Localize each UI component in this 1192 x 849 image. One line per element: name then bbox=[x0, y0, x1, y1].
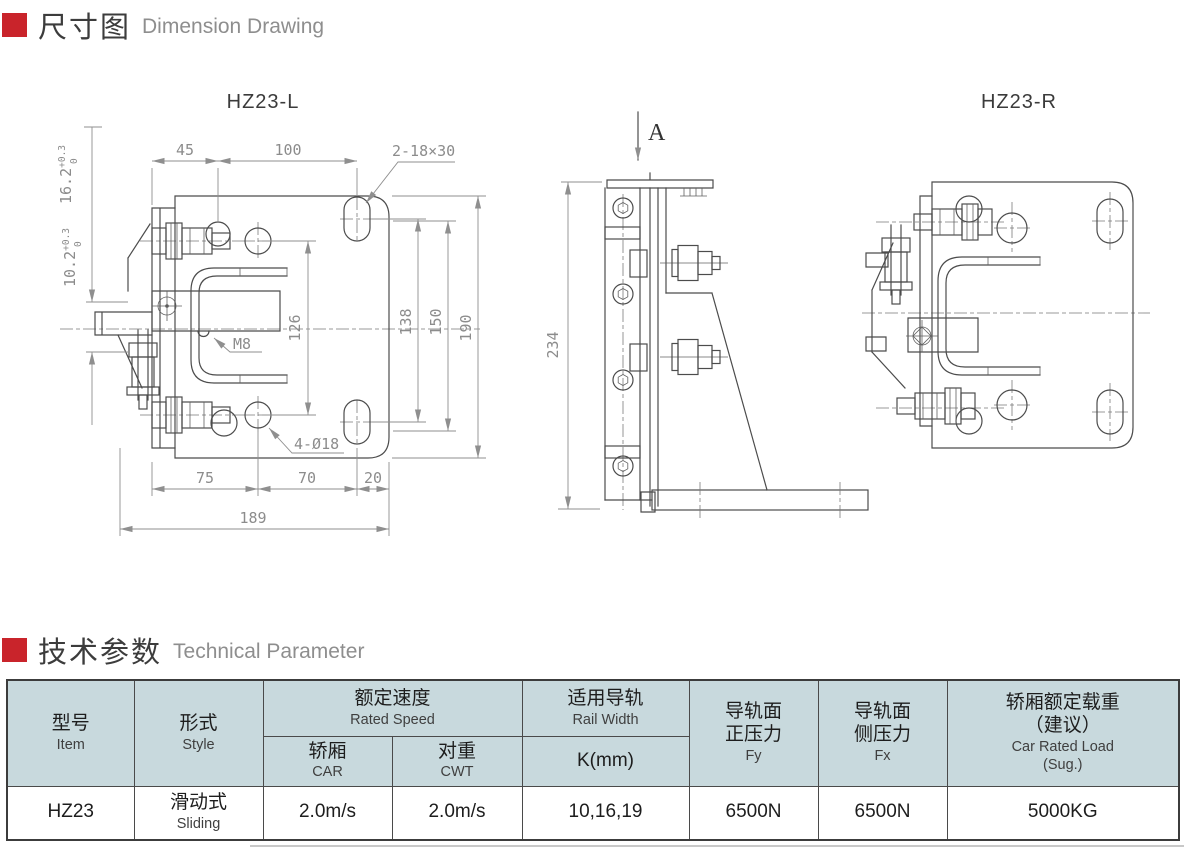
col-header-car: 轿厢 CAR bbox=[262, 735, 393, 787]
col-header-cwt: 对重 CWT bbox=[391, 735, 523, 787]
left-view-title: HZ23-L bbox=[227, 91, 300, 113]
cell-item-value: HZ23 bbox=[47, 801, 94, 823]
section-bullet bbox=[2, 638, 27, 662]
cell-style: 滑动式 Sliding bbox=[133, 785, 264, 841]
cell-fx-value: 6500N bbox=[854, 801, 911, 823]
col-header-fy-en: Fy bbox=[745, 747, 762, 764]
dim-label-m8: M8 bbox=[233, 335, 251, 353]
col-header-fx-zh2: 侧压力 bbox=[853, 724, 911, 746]
table-row: HZ23 滑动式 Sliding 2.0m/s 2.0m/s 10,16,19 … bbox=[6, 785, 1180, 841]
left-view-hz23l: HZ23-L bbox=[57, 91, 486, 536]
col-header-load-zh2: （建议） bbox=[1024, 715, 1101, 737]
col-header-rail-en: Rail Width bbox=[572, 711, 639, 728]
technical-parameter-table: 型号 Item 形式 Style 额定速度 Rated Speed 适用导轨 R… bbox=[6, 679, 1180, 841]
section-title-en: Technical Parameter bbox=[173, 640, 365, 663]
col-header-speed-zh: 额定速度 bbox=[354, 687, 431, 709]
col-header-rated-speed: 额定速度 Rated Speed bbox=[262, 679, 523, 737]
cell-cwt-speed: 2.0m/s bbox=[391, 785, 523, 841]
dim-label-100: 100 bbox=[274, 141, 301, 159]
dim-label-20: 20 bbox=[364, 469, 382, 487]
col-header-load-en1: Car Rated Load bbox=[1011, 738, 1114, 755]
section-header-technical: 技术参数 Technical Parameter bbox=[2, 629, 364, 671]
col-header-item: 型号 Item bbox=[6, 679, 135, 787]
col-header-cwt-zh: 对重 bbox=[437, 740, 476, 762]
cell-style-zh: 滑动式 bbox=[169, 792, 227, 814]
col-header-style-zh: 形式 bbox=[179, 712, 218, 734]
cell-car-speed-value: 2.0m/s bbox=[298, 801, 357, 823]
page-shadow-line bbox=[250, 845, 1184, 847]
dim-label-75: 75 bbox=[196, 469, 214, 487]
cell-rail-width: 10,16,19 bbox=[521, 785, 690, 841]
dim-label-hole-callout: 4-Ø18 bbox=[294, 435, 339, 453]
dim-label-126: 126 bbox=[286, 314, 304, 341]
dim-label-slot-callout: 2-18×30 bbox=[392, 142, 455, 160]
section-header-dimension: 尺寸图 Dimension Drawing bbox=[2, 4, 324, 46]
col-header-rail-unit: K(mm) bbox=[521, 735, 690, 787]
col-header-rail-unit-label: K(mm) bbox=[577, 749, 634, 771]
right-view-hz23r: HZ23-R bbox=[862, 91, 1150, 449]
cell-rail-width-value: 10,16,19 bbox=[568, 801, 643, 823]
col-header-fy-zh2: 正压力 bbox=[724, 724, 782, 746]
col-header-load-zh1: 轿厢额定载重 bbox=[1005, 692, 1120, 714]
section-bullet bbox=[2, 13, 27, 37]
right-view-title: HZ23-R bbox=[981, 91, 1057, 113]
col-header-item-en: Item bbox=[56, 736, 85, 753]
dim-label-tol16: 16.2+0.30 bbox=[57, 145, 80, 204]
col-header-rated-load: 轿厢额定载重 （建议） Car Rated Load (Sug.) bbox=[946, 679, 1180, 787]
dim-label-150: 150 bbox=[427, 308, 445, 335]
col-header-fy-zh1: 导轨面 bbox=[724, 701, 782, 723]
col-header-rail-zh: 适用导轨 bbox=[567, 687, 644, 709]
dim-label-tol10: 10.2+0.30 bbox=[61, 228, 84, 287]
col-header-load-en2: (Sug.) bbox=[1043, 757, 1083, 774]
cell-load: 5000KG bbox=[946, 785, 1180, 841]
cell-car-speed: 2.0m/s bbox=[262, 785, 393, 841]
dim-label-70: 70 bbox=[298, 469, 316, 487]
dim-label-190: 190 bbox=[457, 314, 475, 341]
cell-load-value: 5000KG bbox=[1027, 801, 1098, 823]
dimension-drawings-canvas: HZ23-L bbox=[57, 91, 1150, 536]
dim-label-234: 234 bbox=[544, 331, 562, 358]
cell-fx: 6500N bbox=[817, 785, 948, 841]
col-header-style: 形式 Style bbox=[133, 679, 264, 787]
col-header-item-zh: 型号 bbox=[51, 712, 90, 734]
dim-label-45: 45 bbox=[176, 141, 194, 159]
cell-cwt-speed-value: 2.0m/s bbox=[428, 801, 486, 823]
cell-fy-value: 6500N bbox=[725, 801, 782, 823]
cell-item: HZ23 bbox=[6, 785, 135, 841]
col-header-rail-width: 适用导轨 Rail Width bbox=[521, 679, 690, 737]
col-header-fx-zh1: 导轨面 bbox=[853, 701, 911, 723]
col-header-car-zh: 轿厢 bbox=[308, 740, 347, 762]
col-header-fx: 导轨面 侧压力 Fx bbox=[817, 679, 948, 787]
view-arrow-label: A bbox=[648, 120, 666, 146]
section-title-en: Dimension Drawing bbox=[142, 15, 325, 38]
col-header-speed-en: Rated Speed bbox=[350, 711, 435, 728]
section-title-zh: 尺寸图 bbox=[38, 12, 132, 44]
col-header-car-en: CAR bbox=[312, 764, 343, 781]
col-header-fx-en: Fx bbox=[874, 747, 891, 764]
col-header-style-en: Style bbox=[182, 736, 215, 753]
cell-fy: 6500N bbox=[688, 785, 819, 841]
col-header-cwt-en: CWT bbox=[440, 764, 474, 781]
middle-view-side: A 234 bbox=[544, 111, 869, 518]
col-header-fy: 导轨面 正压力 Fy bbox=[688, 679, 819, 787]
dim-label-138: 138 bbox=[397, 308, 415, 335]
section-title-zh: 技术参数 bbox=[38, 637, 163, 669]
dim-label-189: 189 bbox=[239, 509, 266, 527]
cell-style-en: Sliding bbox=[176, 816, 221, 833]
